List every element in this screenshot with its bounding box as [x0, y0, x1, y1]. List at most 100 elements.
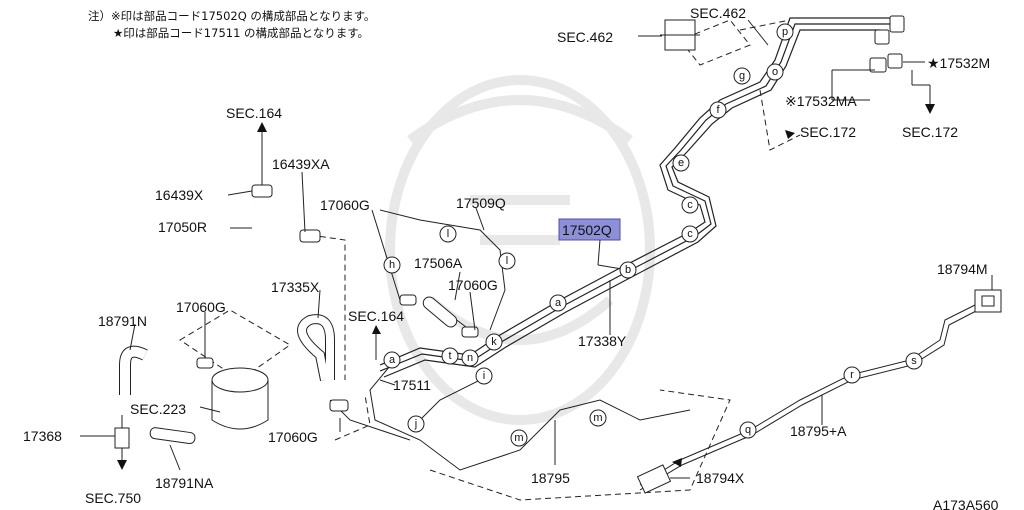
watermark-emblem: [385, 75, 655, 425]
label-sec750: SEC.750: [85, 490, 141, 506]
label-sec462-top: SEC.462: [690, 5, 746, 21]
pipe-markers: p o g f e c c b a l l h k n t i j m m q …: [383, 23, 923, 447]
label-17509Q: 17509Q: [456, 195, 506, 211]
marker-p: p: [776, 23, 794, 41]
svg-text:g: g: [739, 70, 745, 82]
marker-b: b: [619, 261, 637, 279]
svg-text:a: a: [389, 354, 396, 366]
marker-a: a: [549, 294, 567, 312]
label-sec223: SEC.223: [130, 401, 186, 417]
label-18794X: 18794X: [696, 470, 745, 486]
label-17368: 17368: [23, 428, 62, 444]
hose-18795A: [639, 304, 976, 486]
label-sec164-top: SEC.164: [226, 105, 282, 121]
arrow-down-icon: [117, 460, 127, 470]
marker-m2: m: [589, 409, 607, 427]
marker-i: i: [475, 367, 493, 385]
svg-text:l: l: [506, 255, 508, 267]
marker-j: j: [407, 415, 425, 433]
label-sec172-mid: SEC.172: [800, 124, 856, 140]
marker-l2: l: [498, 252, 516, 270]
valve-17368: [114, 415, 130, 460]
svg-text:h: h: [389, 259, 395, 271]
svg-text:i: i: [483, 370, 485, 382]
arrow-up-icon: [372, 325, 381, 334]
marker-c2: c: [681, 225, 699, 243]
hose-17335X: [297, 314, 335, 381]
connector-18794M: [974, 289, 1002, 313]
svg-text:k: k: [491, 336, 497, 348]
svg-text:r: r: [850, 369, 854, 381]
svg-text:s: s: [911, 355, 917, 367]
svg-text:a: a: [555, 297, 562, 309]
arrow-down-icon: [925, 104, 935, 114]
label-17506A: 17506A: [414, 255, 463, 271]
label-17502Q: 17502Q: [562, 222, 612, 238]
connector-18794X: [636, 464, 672, 494]
label-18791NA: 18791NA: [155, 475, 214, 491]
marker-m1: m: [510, 429, 528, 447]
hose-17050R: [251, 203, 296, 246]
svg-text:b: b: [625, 264, 631, 276]
svg-text:m: m: [593, 412, 602, 424]
label-17338Y: 17338Y: [578, 333, 627, 349]
arrow-left-icon: [672, 458, 682, 467]
clip-group: [196, 15, 905, 412]
direction-arrows: [117, 85, 935, 470]
label-17060G-d: 17060G: [268, 429, 318, 445]
marker-f: f: [709, 101, 727, 119]
svg-text:m: m: [514, 432, 523, 444]
marker-q: q: [739, 421, 757, 439]
marker-n: n: [461, 349, 479, 367]
label-16439XA: 16439XA: [272, 156, 330, 172]
marker-c1: c: [681, 196, 699, 214]
highlight-17502Q: [558, 218, 621, 241]
svg-text:n: n: [467, 352, 473, 364]
marker-g: g: [733, 67, 751, 85]
svg-text:f: f: [716, 104, 720, 116]
canister: [211, 367, 269, 430]
tube-17506A: [422, 296, 458, 328]
label-16439X: 16439X: [155, 187, 204, 203]
svg-text:j: j: [414, 418, 417, 430]
label-18795A: 18795+A: [790, 423, 847, 439]
svg-text:c: c: [687, 228, 693, 240]
marker-t: t: [441, 347, 459, 365]
svg-text:l: l: [447, 228, 449, 240]
leader-lines: [80, 19, 993, 479]
note-line-2: ★印は部品コード17511 の構成部品となります。: [113, 26, 370, 40]
hose-18791N: [119, 345, 148, 395]
label-17532M: ★17532M: [927, 55, 990, 71]
label-17532MA: ※17532MA: [785, 93, 857, 109]
svg-text:t: t: [448, 350, 451, 362]
label-sec164-mid: SEC.164: [348, 308, 404, 324]
svg-text:o: o: [772, 66, 778, 78]
svg-text:e: e: [678, 157, 684, 169]
label-17335X: 17335X: [271, 279, 320, 295]
marker-r: r: [843, 366, 861, 384]
svg-text:q: q: [745, 424, 751, 436]
marker-o: o: [766, 63, 784, 81]
label-diagram-code: A173A560: [933, 497, 999, 510]
bracket-sec462: [660, 19, 700, 51]
svg-text:c: c: [687, 199, 693, 211]
hose-18791NA: [149, 427, 196, 445]
label-17060G-b: 17060G: [448, 277, 498, 293]
label-17060G-c: 17060G: [176, 299, 226, 315]
arrow-right-icon: [785, 130, 795, 139]
label-18791N: 18791N: [98, 313, 147, 329]
marker-a2: [383, 351, 401, 369]
label-18795: 18795: [531, 470, 570, 486]
part-labels: SEC.462 SEC.462 ★17532M ※17532MA SEC.172…: [23, 5, 999, 510]
svg-text:p: p: [782, 26, 788, 38]
label-17060G-a: 17060G: [320, 197, 370, 213]
label-17511: 17511: [393, 377, 431, 393]
label-sec172-right: SEC.172: [902, 124, 958, 140]
label-sec462-left: SEC.462: [557, 29, 613, 45]
marker-e: e: [672, 154, 690, 172]
marker-h: h: [383, 256, 401, 274]
marker-l1: l: [439, 225, 457, 243]
label-18794M: 18794M: [937, 261, 988, 277]
